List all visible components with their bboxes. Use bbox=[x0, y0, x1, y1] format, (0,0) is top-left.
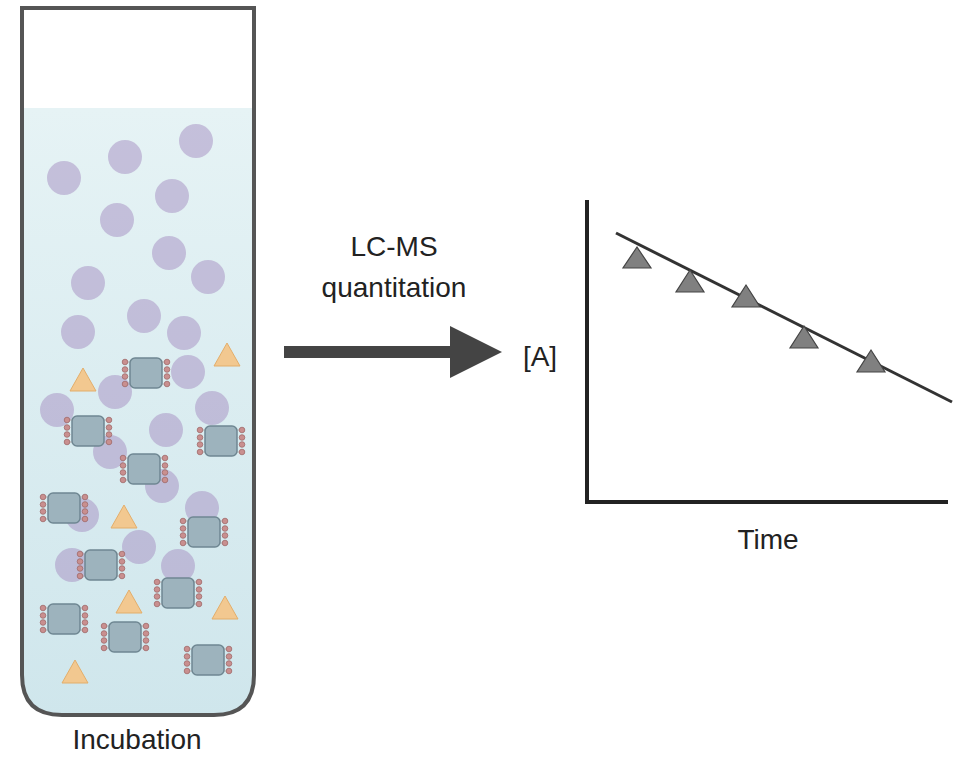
axis-label: [A] bbox=[505, 337, 575, 378]
arrow-label: LC-MS quantitation bbox=[294, 227, 494, 308]
caption-label: Incubation bbox=[27, 720, 247, 761]
axis-label: Time bbox=[708, 520, 828, 561]
